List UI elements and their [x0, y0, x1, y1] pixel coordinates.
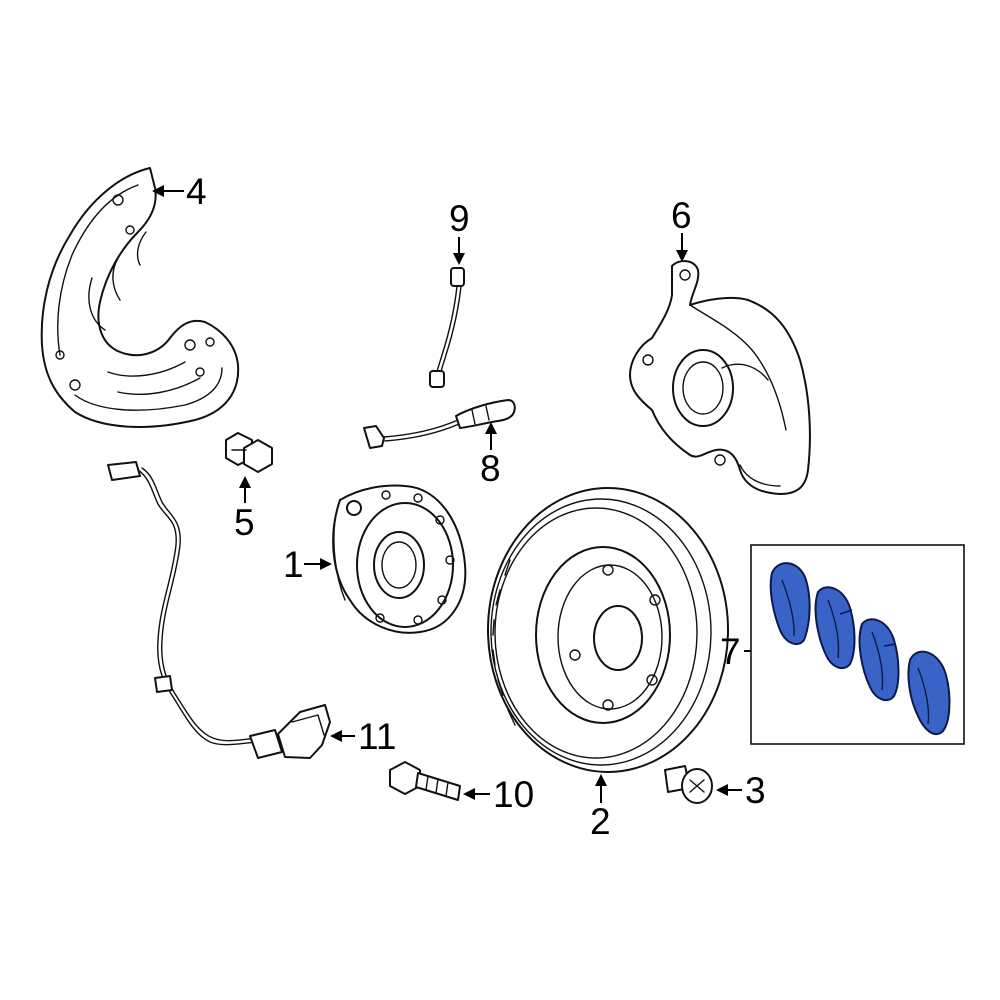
- caliper-bolt-part[interactable]: [389, 761, 461, 801]
- leader-lines: [152, 185, 751, 803]
- splash-shield-part[interactable]: [40, 167, 240, 428]
- shield-bolt-part[interactable]: [225, 432, 273, 473]
- callout-5[interactable]: 5: [234, 502, 255, 543]
- hub-part[interactable]: [332, 484, 467, 634]
- callout-labels: 4 9 6 8 5 1 7 11 10 3 2: [186, 171, 766, 842]
- callout-1[interactable]: 1: [283, 544, 304, 585]
- rotor-part[interactable]: [487, 487, 729, 773]
- brake-pads-group[interactable]: [750, 544, 965, 745]
- brake-pads-frame: [750, 544, 965, 745]
- wear-sensor-rear-part[interactable]: [363, 399, 516, 449]
- brake-pad-4[interactable]: [907, 650, 951, 735]
- rotor-screw-part[interactable]: [664, 765, 713, 804]
- caliper-part[interactable]: [629, 260, 811, 495]
- callout-7[interactable]: 7: [720, 631, 741, 672]
- callout-3[interactable]: 3: [745, 770, 766, 811]
- wear-sensor-front-part[interactable]: [429, 267, 465, 388]
- callout-4[interactable]: 4: [186, 171, 207, 212]
- callout-6[interactable]: 6: [671, 195, 692, 236]
- callout-11[interactable]: 11: [358, 716, 396, 757]
- callout-9[interactable]: 9: [449, 198, 470, 239]
- callout-10[interactable]: 10: [493, 774, 534, 815]
- brake-pad-3[interactable]: [858, 618, 900, 702]
- callout-8[interactable]: 8: [480, 448, 501, 489]
- callout-2[interactable]: 2: [590, 801, 611, 842]
- brake-pad-2[interactable]: [814, 586, 856, 670]
- abs-sensor-part[interactable]: [107, 461, 331, 759]
